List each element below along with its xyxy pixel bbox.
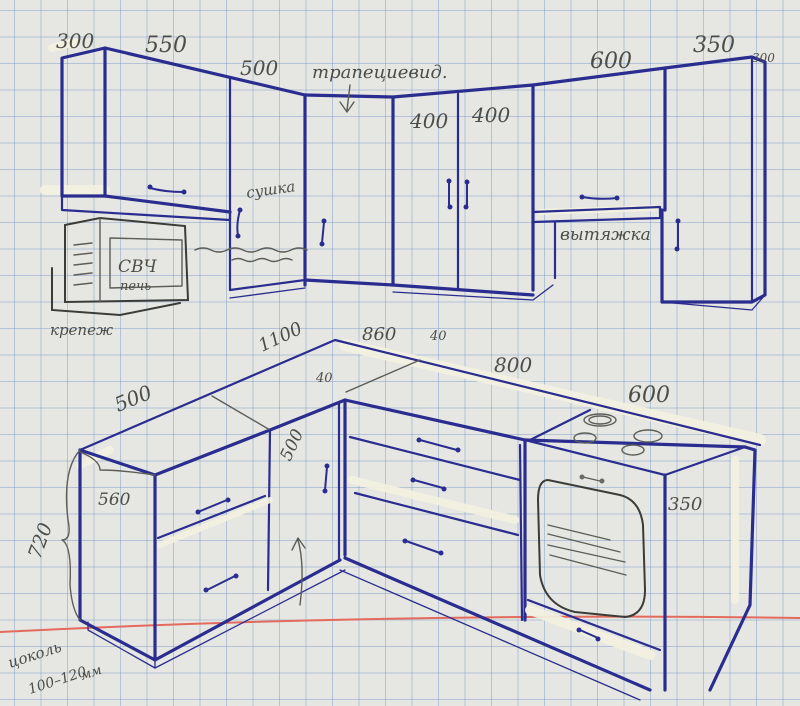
dim-gap-right: 40 (429, 329, 447, 344)
dim-gap-left: 40 (315, 371, 333, 386)
label-trapezoid: трапециевид. (312, 62, 448, 83)
dim-corner-door: 500 (276, 426, 308, 464)
dim-door-right: 400 (471, 103, 510, 127)
label-microwave-1: СВЧ (118, 257, 158, 277)
dim-wall-left-end: 300 (56, 29, 94, 53)
dim-corner-depth: 860 (362, 324, 396, 345)
label-bracket: крепеж (50, 321, 113, 339)
dim-door-left: 400 (409, 109, 448, 133)
dim-stove: 600 (628, 383, 670, 408)
dim-left-side-depth: 560 (98, 490, 131, 510)
dim-wall-right-cabinet: 600 (590, 49, 632, 74)
microwave-sketch (51, 216, 190, 317)
dim-base-height: 720 (24, 520, 57, 562)
wall-cabinets (40, 38, 767, 317)
dim-right-run: 800 (494, 353, 532, 377)
dim-base-left-depth: 500 (111, 380, 156, 417)
base-cabinets (61, 338, 766, 701)
dim-end-panel: 350 (668, 494, 702, 515)
label-dryer: сушка (245, 177, 296, 202)
label-hood: вытяжка (560, 225, 651, 245)
dimension-labels: 300 550 500 трапециевид. 400 400 600 350… (6, 29, 776, 698)
dim-wall-left-cabinet: 550 (145, 33, 187, 58)
dim-wall-corner-left: 500 (240, 56, 278, 80)
dim-wall-right-tall: 350 (693, 33, 735, 58)
dim-wall-right-end: 300 (752, 51, 775, 65)
label-plinth: цоколь (6, 638, 64, 672)
dim-corner-length: 1100 (255, 318, 305, 356)
label-microwave-2: печь (120, 279, 151, 294)
margin-line (0, 615, 800, 633)
label-plinth-unit: мм (79, 663, 104, 684)
